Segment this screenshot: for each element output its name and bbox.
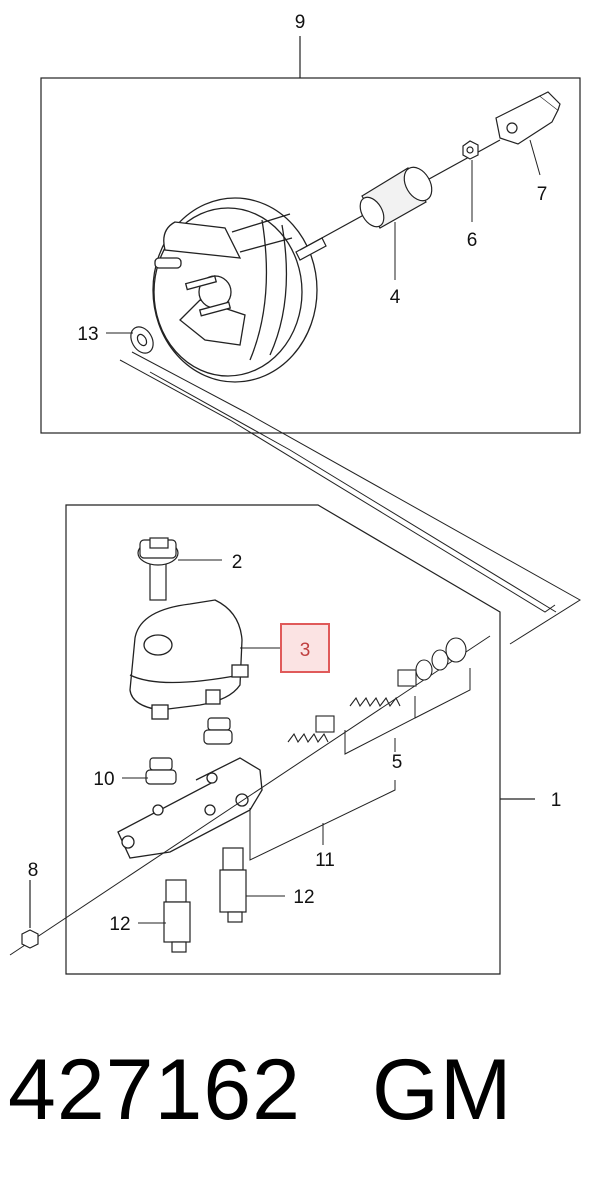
callout-13: 13: [77, 324, 98, 345]
callout-8: 8: [28, 860, 39, 881]
highlight-box: [280, 623, 330, 673]
nut-8: [21, 880, 39, 949]
brand-label: GM: [372, 1042, 513, 1138]
leader-lines-lower: [122, 559, 285, 924]
clevis-7: [495, 91, 561, 145]
grommets: [145, 717, 233, 785]
callout-12-left: 12: [109, 914, 130, 935]
master-cylinder-panel: [65, 504, 535, 975]
callout-9: 9: [295, 12, 306, 33]
filter-boot: [359, 166, 433, 229]
callout-1: 1: [551, 790, 562, 811]
leader-lines-upper: [106, 139, 541, 334]
connector-lines: [119, 351, 581, 645]
callout-11: 11: [315, 850, 335, 871]
callout-6: 6: [467, 230, 478, 251]
brake-booster: [152, 197, 318, 383]
cylinder-body: [117, 757, 263, 859]
cylinder-axis: [9, 635, 491, 956]
reservoir: [129, 599, 249, 720]
nut-6: [462, 140, 479, 160]
bracket-lines: [249, 668, 471, 861]
reservoir-cap: [137, 537, 179, 601]
callout-7: 7: [537, 184, 548, 205]
callout-2: 2: [232, 552, 243, 573]
callout-12-right: 12: [293, 887, 314, 908]
washer-13: [130, 326, 154, 354]
callout-10: 10: [93, 769, 114, 790]
brake-fittings: [163, 847, 247, 953]
piston-springs: [287, 637, 467, 744]
part-number: 427162: [8, 1042, 301, 1138]
callout-4: 4: [390, 287, 401, 308]
callout-5: 5: [392, 752, 403, 773]
callout-3: 3: [300, 640, 311, 661]
booster-panel: [40, 36, 581, 434]
